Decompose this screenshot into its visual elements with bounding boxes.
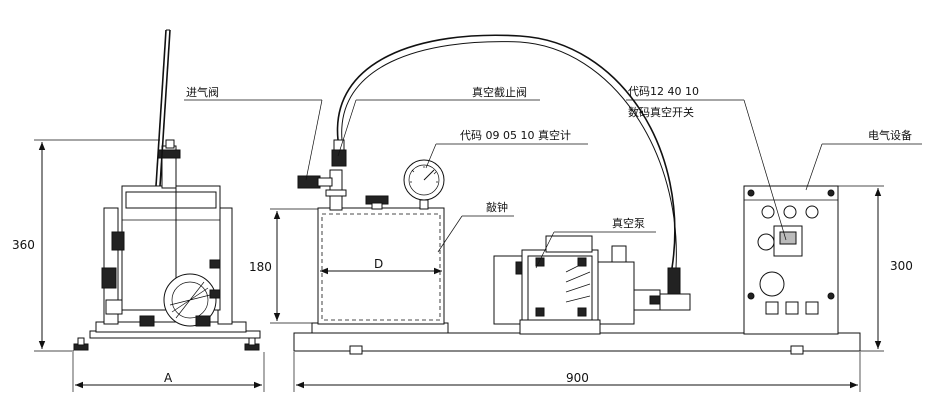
dim-length-total-value: 900 (566, 371, 589, 385)
electrical-cabinet (743, 185, 839, 335)
dim-width-side-value: A (164, 371, 173, 385)
label-digital-switch-name: 数码真空开关 (628, 105, 694, 119)
dim-height-side-value: 360 (12, 238, 35, 252)
callout-digital-switch: 代码12 40 10 数码真空开关 (626, 85, 787, 241)
label-vacuum-gauge: 代码 09 05 10 真空计 (460, 128, 571, 142)
dim-width-side: A (72, 352, 265, 392)
dim-height-cabinet: 300 (838, 185, 913, 352)
dim-height-bell: 180 (249, 208, 318, 324)
bell-jar: D (317, 195, 445, 325)
callout-inlet-valve: 进气阀 (184, 85, 323, 181)
valve-assembly (297, 139, 347, 211)
side-view (73, 29, 261, 351)
label-electrical-equipment: 电气设备 (868, 128, 912, 142)
dim-diameter-value: D (374, 257, 383, 271)
label-inlet-valve: 进气阀 (186, 85, 219, 99)
dim-height-side: 360 (12, 139, 160, 352)
callout-electrical: 电气设备 (805, 128, 922, 191)
label-vacuum-stop-valve: 真空截止阀 (472, 85, 527, 99)
callout-bell-jar: 敲钟 (437, 200, 514, 253)
dim-height-cabinet-value: 300 (890, 259, 913, 273)
vacuum-pump (493, 235, 691, 335)
foot-left (73, 337, 89, 351)
dim-height-bell-value: 180 (249, 260, 272, 274)
callout-gauge: 代码 09 05 10 真空计 (425, 128, 588, 169)
vacuum-hose (336, 34, 676, 269)
label-bell-jar: 敲钟 (486, 200, 508, 214)
dim-length-total: 900 (293, 352, 861, 392)
callout-vacuum-pump: 真空泵 (535, 216, 656, 269)
foot-right (244, 337, 260, 351)
vacuum-gauge (403, 159, 445, 210)
label-digital-switch-code: 代码12 40 10 (628, 85, 699, 98)
label-vacuum-pump: 真空泵 (612, 216, 645, 230)
callout-stop-valve: 真空截止阀 (337, 85, 540, 157)
